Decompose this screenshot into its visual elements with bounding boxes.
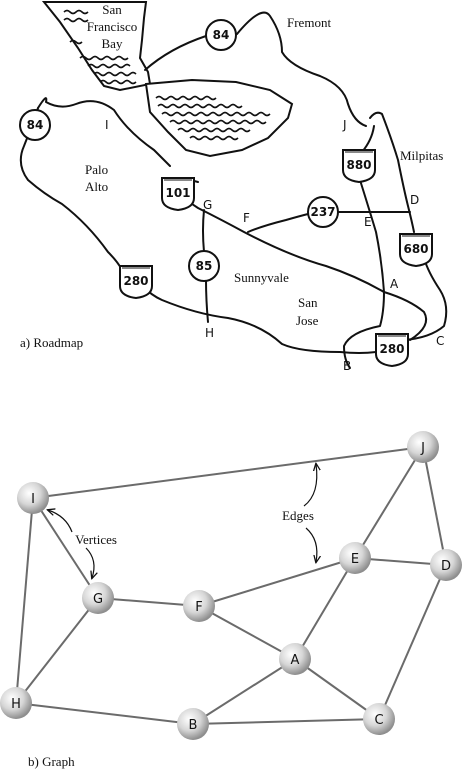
route-101-shield: 101 [161, 177, 195, 212]
vertex-label-I: I [31, 492, 35, 507]
map-point-H: H [205, 326, 214, 340]
vertex-A: A [279, 643, 311, 675]
edge-G-H [15, 597, 99, 704]
route-85-label: 85 [196, 259, 213, 273]
bay-label-line-3: Bay [102, 36, 123, 51]
edges-annotation: Edges [282, 508, 314, 523]
vertex-label-F: F [195, 600, 202, 615]
map-point-B: B [343, 359, 351, 373]
route-680-label: 680 [403, 242, 428, 256]
water-waves [63, 9, 271, 141]
edges-arrow-up [303, 464, 317, 507]
route-84-left-label: 84 [27, 118, 44, 132]
vertex-label-E: E [351, 552, 359, 567]
route-84-top-label: 84 [213, 28, 230, 42]
map-point-D: D [410, 193, 419, 207]
route-237-label: 237 [310, 205, 335, 219]
edge-H-B [15, 702, 194, 725]
route-101-label: 101 [165, 186, 190, 200]
city-milpitas: Milpitas [400, 148, 443, 163]
route-280-right-shield: 280 [375, 333, 409, 368]
bay-label-line-2: Francisco [87, 19, 138, 34]
vertex-G: G [82, 582, 114, 614]
vertex-H: H [0, 687, 32, 719]
vertex-C: C [363, 703, 395, 735]
city-san-jose-line-1: San [298, 295, 318, 310]
edge-I-H [15, 497, 34, 704]
edges-arrow-down [305, 527, 317, 562]
city-palo-alto-line-1: Palo [85, 162, 108, 177]
graph-edges [15, 446, 447, 725]
edge-A-C [294, 658, 380, 720]
edge-J-D [422, 446, 447, 566]
vertex-label-D: D [441, 559, 451, 574]
roadmap: 84 84 237 85 880 101 280 [19, 1, 448, 373]
graph: Vertices Edges I J G F E D A [0, 431, 462, 769]
route-237-marker: 237 [307, 196, 339, 228]
edge-A-B [192, 658, 296, 725]
map-point-C: C [436, 334, 444, 348]
city-san-jose-line-2: Jose [296, 313, 319, 328]
edge-G-F [97, 597, 200, 607]
graph-caption: b) Graph [28, 754, 75, 769]
edge-I-G [32, 497, 99, 599]
vertex-J: J [407, 431, 439, 463]
south-bay-water [144, 78, 294, 158]
vertex-D: D [430, 549, 462, 581]
edge-D-C [378, 564, 447, 720]
vertices-annotation: Vertices [75, 532, 117, 547]
city-fremont: Fremont [287, 15, 331, 30]
vertices-arrow-to-I [48, 510, 73, 533]
route-280-right-label: 280 [379, 342, 404, 356]
city-sunnyvale: Sunnyvale [234, 270, 289, 285]
edge-B-C [192, 718, 380, 725]
vertex-label-J: J [420, 441, 425, 456]
vertex-E: E [339, 542, 371, 574]
vertex-F: F [183, 590, 215, 622]
vertex-B: B [177, 708, 209, 740]
route-85-marker: 85 [188, 250, 220, 282]
route-280-left-label: 280 [123, 274, 148, 288]
map-point-F: F [243, 211, 250, 225]
edge-I-J [32, 446, 424, 499]
route-880-label: 880 [346, 158, 371, 172]
edge-F-A [198, 605, 296, 660]
map-point-J: J [342, 118, 347, 132]
roadmap-caption: a) Roadmap [20, 335, 83, 350]
vertex-label-G: G [93, 592, 103, 607]
map-point-I: I [105, 118, 109, 132]
vertices-arrow-to-G [85, 547, 94, 578]
route-880-shield: 880 [342, 149, 376, 184]
edge-E-J [354, 446, 424, 559]
vertex-I: I [17, 482, 49, 514]
vertex-label-A: A [291, 653, 300, 668]
map-point-A: A [390, 277, 399, 291]
vertex-label-H: H [11, 697, 21, 712]
vertex-label-C: C [374, 713, 383, 728]
route-680-shield: 680 [399, 233, 433, 268]
map-point-G: G [203, 198, 212, 212]
route-280-left-shield: 280 [119, 265, 153, 300]
edge-F-E [198, 557, 356, 607]
route-84-left-marker: 84 [19, 109, 51, 141]
route-84-top-marker: 84 [205, 19, 237, 51]
bay-label-line-1: San [102, 2, 122, 17]
edge-E-A [294, 557, 356, 660]
san-francisco-bay [41, 1, 152, 92]
vertex-label-B: B [189, 718, 198, 733]
city-palo-alto-line-2: Alto [85, 179, 108, 194]
map-point-E: E [364, 215, 372, 229]
